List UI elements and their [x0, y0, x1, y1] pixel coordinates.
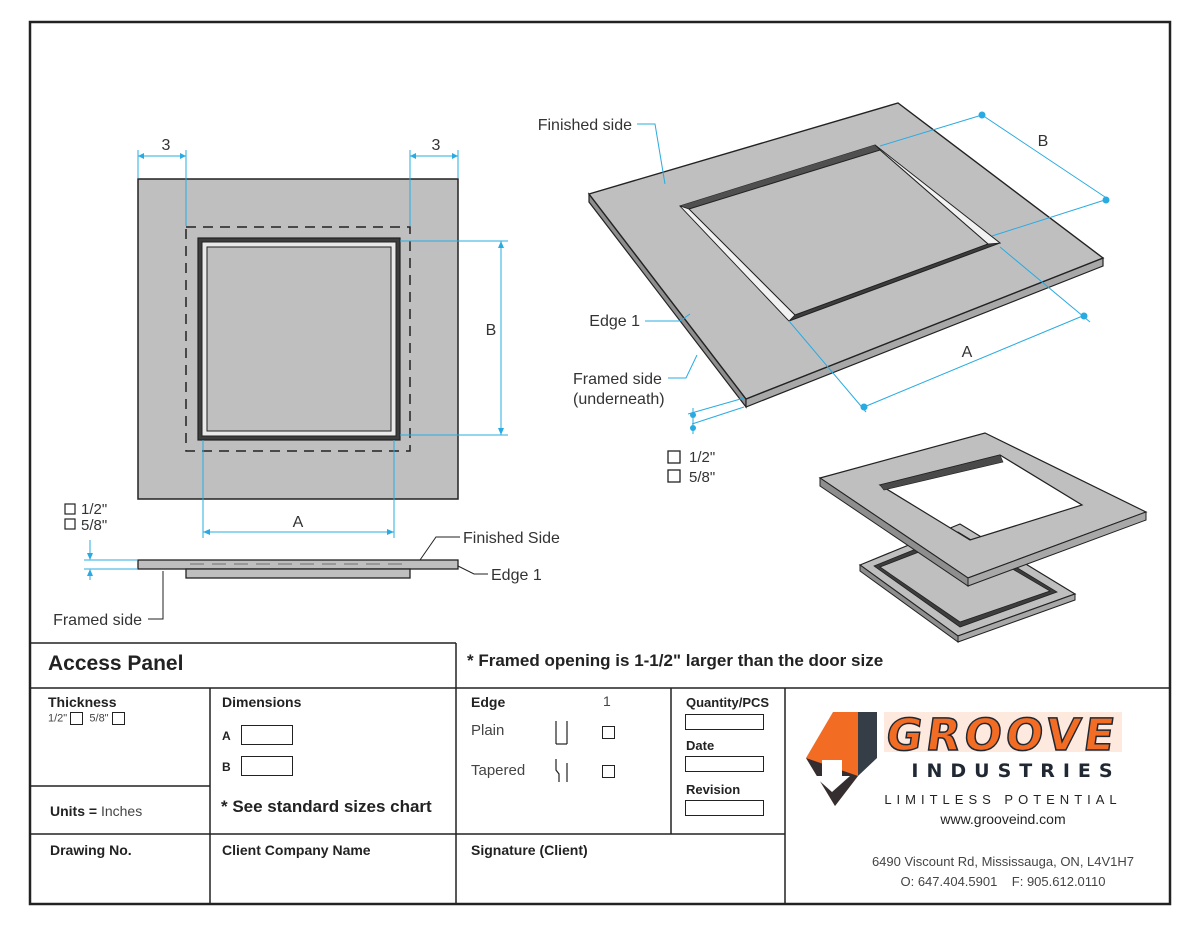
- dim-b-front: B: [486, 322, 497, 339]
- iso-underneath: (underneath): [573, 391, 665, 408]
- thickness-half-checkbox[interactable]: [70, 712, 84, 725]
- units-label: Units =: [50, 803, 98, 819]
- dim-a-field[interactable]: [241, 725, 293, 745]
- client-company-label: Client Company Name: [222, 842, 371, 858]
- sheet-border: [28, 20, 1172, 906]
- logo-word-groove: GROOVE: [883, 710, 1122, 761]
- revision-field[interactable]: [685, 800, 764, 816]
- tapered-edge-icon: [555, 759, 568, 782]
- groove-logo-icon: [806, 712, 1122, 806]
- edge-tapered-checkbox[interactable]: [602, 765, 615, 778]
- units-row: Units = Inches: [50, 803, 142, 819]
- thickness-58-checkbox[interactable]: [111, 712, 125, 725]
- edge1-label-front: Edge 1: [491, 567, 542, 584]
- side-section-panel: [137, 559, 459, 570]
- iso-framed-side: Framed side: [573, 371, 662, 388]
- plain-edge-icon: [555, 721, 568, 745]
- side-section-frame: [185, 568, 411, 579]
- logo-tagline: LIMITLESS POTENTIAL: [884, 792, 1121, 807]
- iso-finished-side: Finished side: [538, 117, 632, 134]
- edge-tapered-label: Tapered: [471, 762, 526, 779]
- front-panel: [137, 178, 459, 500]
- company-address: 6490 Viscount Rd, Mississauga, ON, L4V1H…: [872, 854, 1134, 869]
- date-label: Date: [686, 738, 715, 753]
- iso-view: B A Finished side Edge 1 Framed side (un…: [538, 102, 1110, 486]
- edge-plain-checkbox[interactable]: [602, 726, 615, 739]
- quantity-field[interactable]: [685, 714, 764, 730]
- edge-plain-label: Plain: [471, 722, 505, 739]
- drawing-title: Access Panel: [48, 652, 184, 675]
- iso-thickness-58: 5/8": [689, 469, 715, 486]
- iso-dim-b: B: [1038, 133, 1049, 150]
- iso-thickness-half: 1/2": [689, 449, 715, 466]
- dim-a-label: A: [222, 729, 231, 743]
- units-value: Inches: [100, 803, 143, 819]
- dim-3-left: 3: [162, 137, 171, 154]
- iso-edge1: Edge 1: [589, 313, 640, 330]
- dim-b-label: B: [222, 760, 231, 774]
- framed-side-label-front: Framed side: [53, 612, 142, 629]
- dimensions-label: Dimensions: [222, 694, 302, 710]
- framed-opening-note: * Framed opening is 1-1/2" larger than t…: [467, 651, 884, 670]
- client-company-field[interactable]: [212, 862, 454, 902]
- edge-label: Edge: [471, 694, 506, 710]
- exploded-view: [818, 432, 1148, 643]
- drawing-no-field[interactable]: [32, 862, 208, 902]
- company-phone-fax: O: 647.404.5901 F: 905.612.0110: [900, 874, 1105, 889]
- date-field[interactable]: [685, 756, 764, 772]
- drawing-no-label: Drawing No.: [50, 842, 132, 858]
- thickness-options: 1/2" 5/8": [48, 712, 125, 725]
- thickness-opt1-label: 1/2": [48, 712, 68, 725]
- thickness-half-front: 1/2": [81, 501, 107, 518]
- dim-b-field[interactable]: [241, 756, 293, 776]
- dim-a-front: A: [293, 514, 304, 531]
- framed-opening-outline: [185, 226, 411, 452]
- signature-label: Signature (Client): [471, 842, 588, 858]
- logo-word-industries: INDUSTRIES: [911, 760, 1120, 782]
- finished-side-label: Finished Side: [463, 530, 560, 547]
- company-website: www.grooveind.com: [939, 811, 1065, 827]
- dim-3-right: 3: [432, 137, 441, 154]
- quantity-label: Quantity/PCS: [686, 695, 770, 710]
- thickness-label: Thickness: [48, 694, 117, 710]
- signature-field[interactable]: [458, 862, 783, 902]
- sizes-note: * See standard sizes chart: [221, 797, 432, 816]
- thickness-opt2-label: 5/8": [89, 712, 109, 725]
- revision-label: Revision: [686, 782, 741, 797]
- thickness-58-front: 5/8": [81, 517, 107, 534]
- front-view: 3 3 B A 1/2" 5/8": [53, 137, 560, 629]
- edge-number: 1: [603, 693, 611, 709]
- title-block-grid: [30, 642, 1170, 904]
- iso-dim-a: A: [962, 344, 973, 361]
